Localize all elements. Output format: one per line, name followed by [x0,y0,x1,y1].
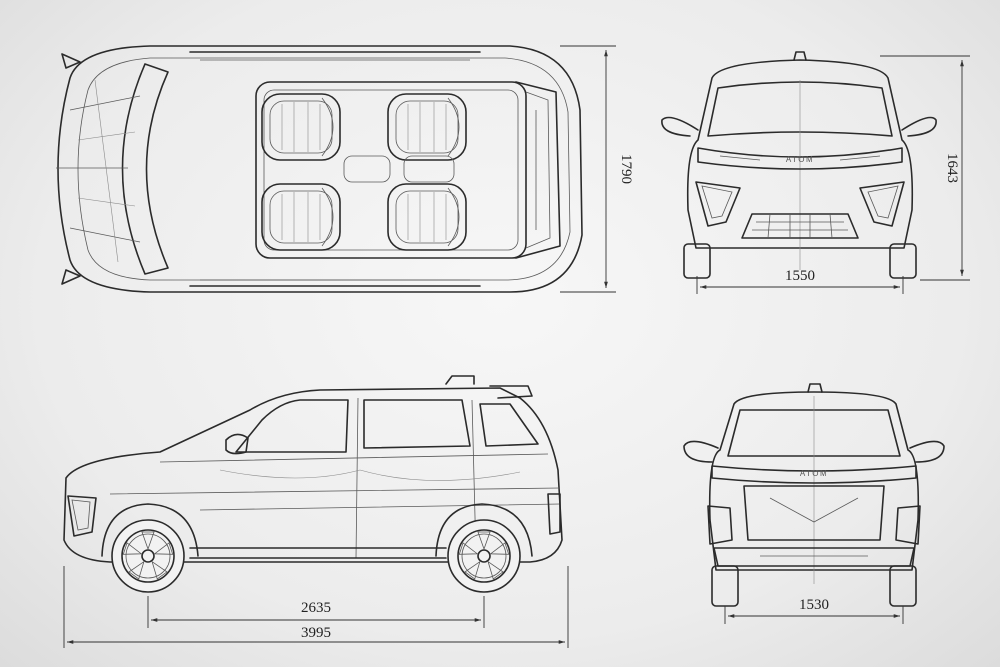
front-view: ATOM [661,51,937,279]
dimension-top-width: 1790 [618,154,634,184]
front-badge: ATOM [786,155,814,164]
side-view [63,375,563,593]
rear-badge: ATOM [800,469,828,478]
dimension-height: 1643 [944,153,960,183]
top-view [56,45,583,293]
dimension-rear-track: 1530 [799,597,829,613]
dimension-wheelbase: 2635 [301,600,331,616]
dimension-front-track: 1550 [785,268,815,284]
dimension-length: 3995 [301,625,331,641]
dimension-lines: 1790 1550 1643 2635 3995 1530 [63,45,970,648]
rear-view: ATOM [683,383,945,607]
